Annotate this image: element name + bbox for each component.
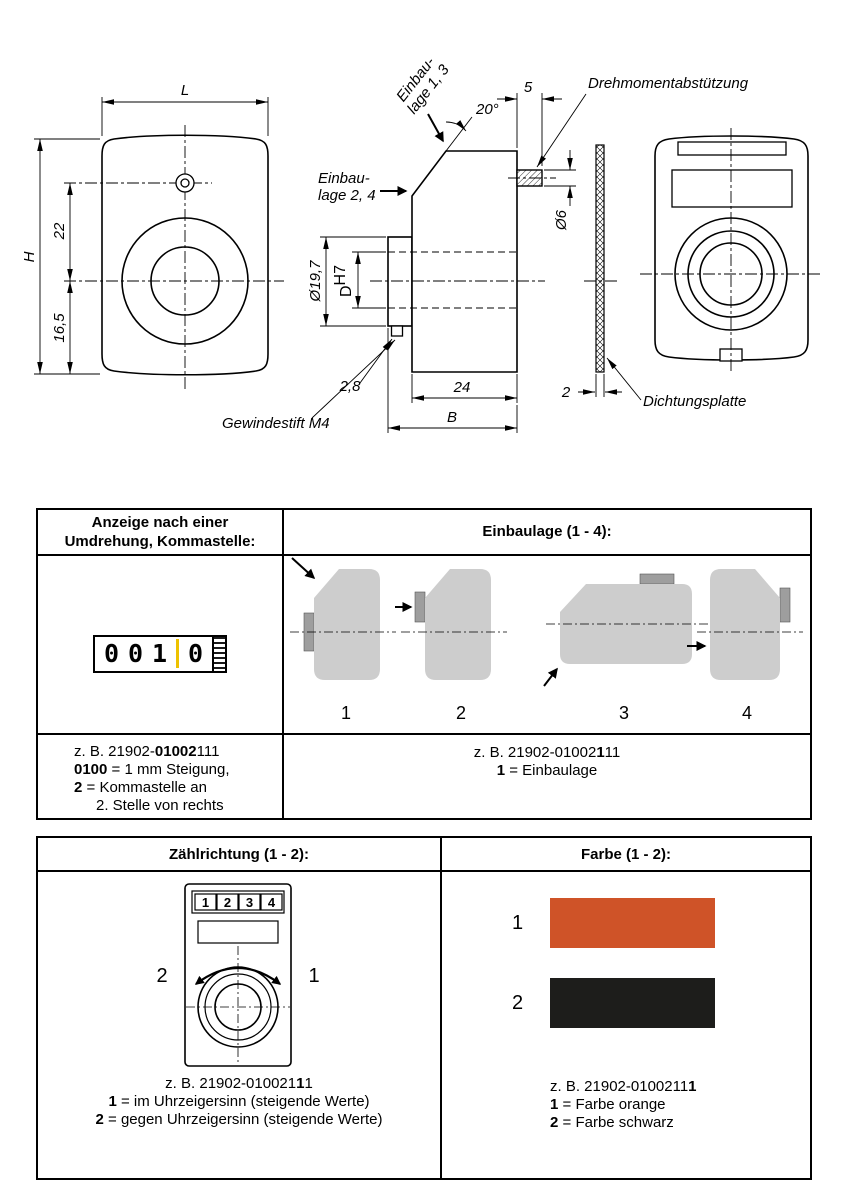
farbe-cell: 1 2 z. B. 21902-01002111 1 = Farbe orang… <box>442 872 810 1178</box>
face-display-window <box>671 169 793 208</box>
position-label-3: 3 <box>619 703 629 723</box>
color-swatch-orange <box>550 898 715 948</box>
order-code-line: z. B. 21902-01002111 <box>473 743 621 761</box>
counter-digit: 0 <box>187 639 204 669</box>
ordering-example-zaehlrichtung: z. B. 21902-01002111 1 = im Uhrzeigersin… <box>95 1075 383 1128</box>
dial-digit: 2 <box>224 895 231 910</box>
counter-digit: 0 <box>127 639 144 669</box>
rotation-arrow <box>194 966 282 985</box>
direction-drawing: .dol { fill:#fff; stroke:#000; stroke-wi… <box>156 883 320 1067</box>
counter-knurl <box>212 636 225 671</box>
color-swatch-black <box>550 978 715 1028</box>
gasket-view: 2 Dichtungsplatte <box>561 144 746 410</box>
side-hub <box>387 236 413 327</box>
dim-22: 22 <box>51 222 68 240</box>
counter-digits: 0 0 1 0 <box>95 637 212 671</box>
dim-dia6: Ø6 <box>553 209 570 231</box>
set-screw <box>390 325 404 337</box>
gasket-plate <box>595 144 605 373</box>
header-anzeige: Anzeige nach einer Umdrehung, Kommastell… <box>38 510 284 554</box>
zaehlrichtung-cell: .dol { fill:#fff; stroke:#000; stroke-wi… <box>38 872 442 1178</box>
header-zaehlrichtung: Zählrichtung (1 - 2): <box>38 838 442 870</box>
order-code-line: z. B. 21902-01002111 <box>165 1075 313 1092</box>
dial-digit: 1 <box>202 895 209 910</box>
label-window <box>197 920 279 944</box>
color-option-2: 2 <box>512 978 810 1028</box>
face-top-tab <box>677 141 787 156</box>
front-bore-outer <box>121 217 249 345</box>
einbaulage-position-4: 4 <box>687 568 803 723</box>
dial-digit: 3 <box>246 895 253 910</box>
side-body <box>411 150 518 373</box>
einbaulage-position-2: 2 <box>395 568 507 723</box>
dim-2: 2 <box>561 384 571 401</box>
comma-marker <box>176 639 179 669</box>
counter-digit: 0 <box>103 639 120 669</box>
direction-label-right: 1 <box>308 965 319 987</box>
position-label-4: 4 <box>742 703 752 723</box>
order-code-line: z. B. 21902-01002111 <box>550 1078 697 1095</box>
label-dichtungsplatte: Dichtungsplatte <box>643 393 746 410</box>
header-einbaulage: Einbaulage (1 - 4): <box>482 523 612 541</box>
label-einbaulage-2-4: Einbau- <box>318 170 370 187</box>
color-label: 2 <box>512 991 524 1014</box>
dial-digit: 4 <box>268 895 276 910</box>
direction-label-left: 2 <box>156 965 167 987</box>
side-view: 20° Einbau- lage 1, 3 5 Drehmomentabstüt… <box>222 54 749 433</box>
label-drehmomentabstuetzung: Drehmomentabstützung <box>588 75 749 92</box>
technical-drawing: L H 22 16,5 <box>21 54 822 433</box>
counter-cell: 0 0 1 0 <box>38 555 284 733</box>
svg-text:lage 2, 4: lage 2, 4 <box>318 187 376 204</box>
front-screw-inner <box>180 178 190 188</box>
dim-D-H7: DH7 <box>332 265 355 297</box>
dim-24: 24 <box>453 379 471 396</box>
position-label-2: 2 <box>456 703 466 723</box>
ordering-example-farbe: z. B. 21902-01002111 1 = Farbe orange 2 … <box>550 1078 810 1132</box>
dim-B: B <box>447 409 457 426</box>
color-option-1: 1 <box>512 898 810 948</box>
dim-dia19-7: Ø19,7 <box>307 260 324 303</box>
einbaulage-positions: .gbody { fill:#cdcdcd; } .gstub { fill:#… <box>290 556 803 723</box>
order-code-line: z. B. 21902-01002111 <box>74 742 220 760</box>
ordering-example-steigung: z. B. 21902-01002111 0100 = 1 mm Steigun… <box>38 734 284 818</box>
front-view: L H 22 16,5 <box>21 82 284 392</box>
ordering-example-einbaulage: z. B. 21902-01002111 1 = Einbaulage <box>284 735 810 818</box>
position-label-1: 1 <box>341 703 351 723</box>
dim-2-8: 2,8 <box>339 378 362 395</box>
dim-20deg: 20° <box>475 101 499 118</box>
indicator-face-view <box>640 128 822 374</box>
counter-digit: 1 <box>151 639 168 669</box>
einbaulage-position-3: 3 <box>543 573 708 723</box>
einbaulage-cell: .gbody { fill:#cdcdcd; } .gstub { fill:#… <box>284 556 810 733</box>
color-label: 1 <box>512 911 524 934</box>
label-gewindestift: Gewindestift M4 <box>222 415 330 432</box>
front-bore-inner <box>150 246 220 316</box>
table-anzeige-einbaulage: Anzeige nach einer Umdrehung, Kommastell… <box>36 508 812 820</box>
header-farbe: Farbe (1 - 2): <box>580 845 671 863</box>
table-zaehlrichtung-farbe: Zählrichtung (1 - 2): Farbe (1 - 2): .do… <box>36 836 812 1180</box>
counter-display: 0 0 1 0 <box>93 634 227 673</box>
dim-H: H <box>21 251 38 262</box>
dim-5: 5 <box>524 79 533 96</box>
dim-L: L <box>181 82 189 99</box>
dim-16-5: 16,5 <box>51 313 68 343</box>
einbaulage-position-1: 1 <box>290 556 396 723</box>
